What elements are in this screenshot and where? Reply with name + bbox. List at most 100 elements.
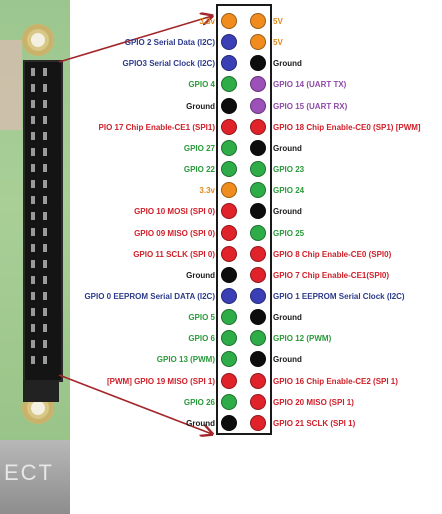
pin-label-left: GPIO 27 xyxy=(183,143,215,153)
pin-label-right: GPIO 16 Chip Enable-CE2 (SPI 1) xyxy=(273,376,398,386)
pin-row: [PWM] GPIO 19 MISO (SPI 1) GPIO 16 Chip E… xyxy=(0,371,442,392)
pin-dot-even xyxy=(250,182,266,199)
pin-dot-odd xyxy=(221,393,237,410)
pin-dot-even xyxy=(250,97,266,114)
pin-dot-odd xyxy=(221,203,237,220)
pin-label-left: GPIO 11 SCLK (SPI 0) xyxy=(133,249,215,259)
pin-dot-even xyxy=(250,245,266,262)
pin-dot-odd xyxy=(221,34,237,51)
pin-row: GPIO 2 Serial Data (I2C) 5V xyxy=(0,32,442,53)
pin-label-left: GPIO 5 xyxy=(188,313,215,323)
pin-label-left: PIO 17 Chip Enable-CE1 (SPI1) xyxy=(98,122,215,132)
pin-row: Ground GPIO 7 Chip Enable-CE1(SPI0) xyxy=(0,265,442,286)
pin-dot-odd xyxy=(221,351,237,368)
mounting-hole xyxy=(22,392,54,424)
pin-dot-even xyxy=(250,76,266,93)
pin-label-right: GPIO 25 xyxy=(273,228,305,238)
pin-label-right: GPIO 14 (UART TX) xyxy=(273,80,347,90)
pin-dot-even xyxy=(250,393,266,410)
pin-label-right: Ground xyxy=(273,59,302,69)
pin-label-left: GPIO 26 xyxy=(183,397,215,407)
pin-dot-odd xyxy=(221,414,237,431)
pin-label-left: GPIO 13 (PWM) xyxy=(156,355,215,365)
pin-dot-even xyxy=(250,224,266,241)
pin-row: Ground GPIO 15 (UART RX) xyxy=(0,96,442,117)
pin-label-right: 5V xyxy=(273,17,283,26)
pin-label-left: 3.3v xyxy=(199,186,215,196)
pin-dot-even xyxy=(250,330,266,347)
pin-dot-odd xyxy=(221,245,237,262)
pin-row: GPIO 4 GPIO 14 (UART TX) xyxy=(0,74,442,95)
pin-row: GPIO 10 MOSI (SPI 0) Ground xyxy=(0,201,442,222)
pin-label-right: Ground xyxy=(273,143,302,153)
pin-label-right: GPIO 7 Chip Enable-CE1(SPI0) xyxy=(273,270,390,280)
pin-row: 3.3v 5V xyxy=(0,11,442,32)
pin-dot-even xyxy=(250,414,266,431)
pin-dot-odd xyxy=(221,76,237,93)
pin-dot-even xyxy=(250,34,266,51)
pin-dot-odd xyxy=(221,55,237,72)
pin-dot-even xyxy=(250,309,266,326)
pin-label-right: Ground xyxy=(273,355,302,365)
pin-label-right: GPIO 15 (UART RX) xyxy=(273,101,348,111)
pin-dot-odd xyxy=(221,161,237,178)
pin-label-left: Ground xyxy=(186,101,215,111)
pin-dot-even xyxy=(250,118,266,135)
pin-label-left: Ground xyxy=(186,270,215,280)
pin-dot-even xyxy=(250,161,266,178)
pin-label-right: GPIO 21 SCLK (SPI 1) xyxy=(273,418,356,428)
pin-label-left: GPIO 22 xyxy=(183,165,215,175)
pin-dot-odd xyxy=(221,13,237,29)
pin-row: GPIO3 Serial Clock (I2C) Ground xyxy=(0,53,442,74)
board-connector: ECT xyxy=(0,440,70,514)
board-logo xyxy=(0,40,22,130)
pin-row: PIO 17 Chip Enable-CE1 (SPI1) GPIO 18 Chi… xyxy=(0,117,442,138)
pin-label-right: GPIO 24 xyxy=(273,186,305,196)
pin-label-right: Ground xyxy=(273,207,302,217)
pin-label-left: [PWM] GPIO 19 MISO (SPI 1) xyxy=(106,376,215,386)
pin-label-right: 5V xyxy=(273,38,283,48)
top-pointer-line xyxy=(58,16,212,63)
pin-row: 3.3v GPIO 24 xyxy=(0,180,442,201)
pin-label-right: GPIO 18 Chip Enable-CE0 (SP1) [PWM] xyxy=(273,122,421,132)
pin-label-left: GPIO 10 MOSI (SPI 0) xyxy=(134,207,215,217)
pin-dot-even xyxy=(250,351,266,368)
pin-dot-odd xyxy=(221,309,237,326)
pin-dot-even xyxy=(250,203,266,220)
pin-row: GPIO 27 Ground xyxy=(0,138,442,159)
mounting-hole xyxy=(22,24,54,56)
pin-label-left: GPIO 09 MISO (SPI 0) xyxy=(134,228,215,238)
gpio-header xyxy=(23,60,63,382)
pin-label-right: Ground xyxy=(273,313,302,323)
pin-dot-odd xyxy=(221,266,237,283)
pin-dot-odd xyxy=(221,118,237,135)
pin-dot-even xyxy=(250,55,266,72)
connector-text: ECT xyxy=(4,460,54,485)
pin-label-right: GPIO 23 xyxy=(273,165,305,175)
pin-label-right: GPIO 1 EEPROM Serial Clock (I2C) xyxy=(273,291,405,301)
pin-label-left: 3.3v xyxy=(199,17,215,26)
pin-dot-odd xyxy=(221,330,237,347)
pin-label-left: GPIO 4 xyxy=(188,80,215,90)
pin-row: GPIO 11 SCLK (SPI 0) GPIO 8 Chip Enable-C… xyxy=(0,244,442,265)
pin-row: GPIO 0 EEPROM Serial DATA (I2C) GPIO 1 EE… xyxy=(0,286,442,307)
pin-dot-odd xyxy=(221,139,237,156)
pin-dot-even xyxy=(250,287,266,304)
pin-dot-even xyxy=(250,139,266,156)
pin-dot-odd xyxy=(221,182,237,199)
pin-row: Ground GPIO 21 SCLK (SPI 1) xyxy=(0,413,442,434)
pin-dot-odd xyxy=(221,97,237,114)
pin-dot-even xyxy=(250,13,266,29)
pin-label-right: GPIO 8 Chip Enable-CE0 (SPI0) xyxy=(273,249,392,259)
pin-label-left: GPIO 2 Serial Data (I2C) xyxy=(124,38,215,48)
pin-row: GPIO 22 GPIO 23 xyxy=(0,159,442,180)
pin-row: GPIO 09 MISO (SPI 0) GPIO 25 xyxy=(0,223,442,244)
pin-label-left: GPIO3 Serial Clock (I2C) xyxy=(122,59,215,69)
pin-dot-odd xyxy=(221,224,237,241)
pin-dot-odd xyxy=(221,287,237,304)
pin-label-left: GPIO 0 EEPROM Serial DATA (I2C) xyxy=(84,291,215,301)
pin-label-left: Ground xyxy=(186,418,215,428)
